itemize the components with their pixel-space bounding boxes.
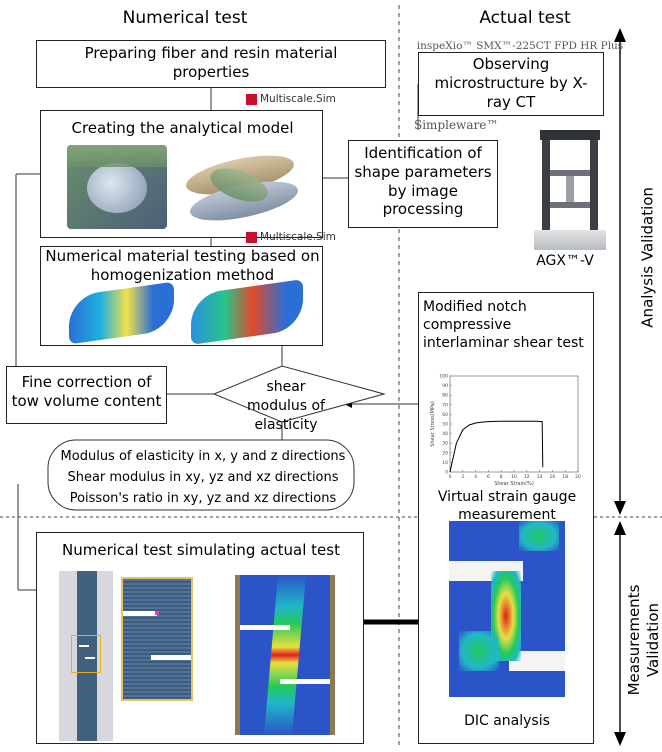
fine-correction-text: Fine correction of tow volume content: [11, 373, 162, 410]
plot-frame: [449, 375, 579, 473]
agx-label: AGX™-V: [536, 253, 594, 269]
logo-square-icon: [246, 231, 257, 243]
properties-pill: [47, 439, 355, 511]
logo-label: Multiscale.Sim: [260, 93, 336, 105]
stress-strain-chart: 0 2 4 6 8 10 12 14 16 18 20 0 10 20 30 40 50 60 70 80 90 100S…: [430, 374, 581, 488]
homog-contour-2: [191, 279, 303, 345]
y-tick-label: 30: [442, 441, 448, 447]
multiscale-logo-2: Multiscale.Sim: [246, 231, 336, 243]
virtual-gauge-text: Virtual strain gauge measurement: [437, 489, 577, 523]
simulation-contour-image: [235, 575, 335, 735]
y-tick-label: 60: [442, 412, 448, 418]
x-tick-label: 14: [537, 474, 543, 480]
shear-decision-diamond: [212, 365, 386, 423]
simulation-box: Numerical test simulating actual test: [36, 532, 364, 744]
simpleware-label: Simpleware™: [414, 118, 499, 132]
homogenization-box: Numerical material testing based on homo…: [40, 246, 323, 346]
model-box: Creating the analytical model: [40, 110, 323, 238]
prep-text: Preparing fiber and resin material prope…: [84, 44, 338, 81]
y-tick-label: 20: [442, 450, 448, 456]
x-tick-label: 12: [524, 474, 530, 480]
properties-list: Modulus of elasticity in x, y and z dire…: [58, 446, 348, 509]
x-tick-label: 16: [550, 474, 556, 480]
numerical-test-header: Numerical test: [122, 8, 248, 28]
x-tick-label: 4: [474, 474, 477, 480]
prep-box: Preparing fiber and resin material prope…: [36, 40, 386, 88]
model-title: Creating the analytical model: [71, 119, 294, 137]
logo-label: Multiscale.Sim: [260, 231, 336, 243]
y-tick-label: 100: [439, 374, 448, 380]
analysis-validation-label: Analysis Validation: [638, 187, 657, 328]
y-tick-label: 50: [442, 422, 448, 428]
y-tick-label: 40: [442, 431, 448, 437]
dic-label: DIC analysis: [464, 713, 550, 729]
notch-title: Modified notch compressive interlaminar …: [423, 299, 584, 351]
y-axis-label: Shear Stress(MPa): [430, 401, 436, 447]
x-tick-label: 18: [562, 474, 568, 480]
logo-square-icon: [246, 93, 257, 105]
x-tick-label: 0: [449, 474, 452, 480]
y-tick-label: 0: [445, 470, 448, 476]
dic-image: [449, 521, 565, 697]
simulation-title: Numerical test simulating actual test: [62, 541, 340, 559]
weave-image: [179, 147, 305, 229]
shear-decision-text: shear modulus of elasticity: [247, 379, 325, 433]
homog-contour-1: [69, 281, 174, 345]
identification-box: Identification of shape parameters by im…: [348, 140, 498, 228]
agx-machine-image: [530, 130, 610, 250]
notch-test-box: Modified notch compressive interlaminar …: [418, 292, 594, 744]
xray-box: Observing microstructure by X-ray CT: [418, 52, 604, 116]
actual-test-header: Actual test: [479, 8, 571, 28]
x-tick-label: 20: [575, 474, 581, 480]
y-tick-label: 70: [442, 402, 448, 408]
y-tick-label: 80: [442, 393, 448, 399]
x-tick-label: 2: [461, 474, 464, 480]
specimen-image: [59, 571, 113, 741]
property-item: Poisson's ratio in xy, yz and xz directi…: [69, 491, 337, 506]
inspexio-label: inspeXio™ SMX™-225CT FPD HR Plus: [416, 40, 624, 52]
series-line: [449, 420, 544, 473]
property-item: Modulus of elasticity in x, y and z dire…: [60, 449, 346, 464]
xray-text: Observing microstructure by X-ray CT: [434, 55, 588, 111]
x-tick-label: 6: [487, 474, 490, 480]
property-item: Shear modulus in xy, yz and xz direction…: [67, 470, 339, 485]
identification-text: Identification of shape parameters by im…: [354, 144, 492, 219]
y-tick-label: 90: [442, 383, 448, 389]
unit-cell-image: [67, 145, 167, 229]
measurements-validation-label: Measurements Validation: [625, 584, 662, 696]
homogenization-title: Numerical material testing based on homo…: [45, 247, 320, 284]
fine-correction-box: Fine correction of tow volume content: [6, 366, 167, 424]
y-tick-label: 10: [442, 460, 448, 466]
x-tick-label: 10: [511, 474, 517, 480]
x-axis-label: Shear Strain(%): [494, 481, 534, 487]
mesh-image: [121, 577, 193, 701]
x-tick-label: 8: [500, 474, 503, 480]
multiscale-logo-1: Multiscale.Sim: [246, 93, 336, 105]
